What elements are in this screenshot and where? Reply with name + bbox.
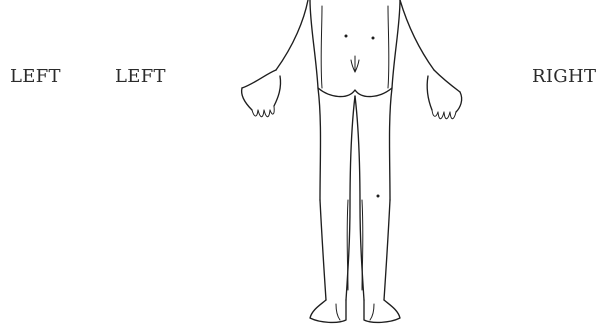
buttocks-outline — [318, 56, 392, 97]
body-back-view-figure — [230, 0, 480, 326]
label-right: RIGHT — [532, 67, 596, 87]
label-left-inner: LEFT — [115, 67, 166, 87]
feet-outline — [310, 300, 400, 322]
legs-outline — [320, 96, 390, 300]
right-arm-hand — [427, 70, 461, 119]
label-left-outer: LEFT — [10, 67, 61, 87]
left-arm-hand — [242, 70, 281, 117]
body-back-view-icon — [230, 0, 480, 326]
